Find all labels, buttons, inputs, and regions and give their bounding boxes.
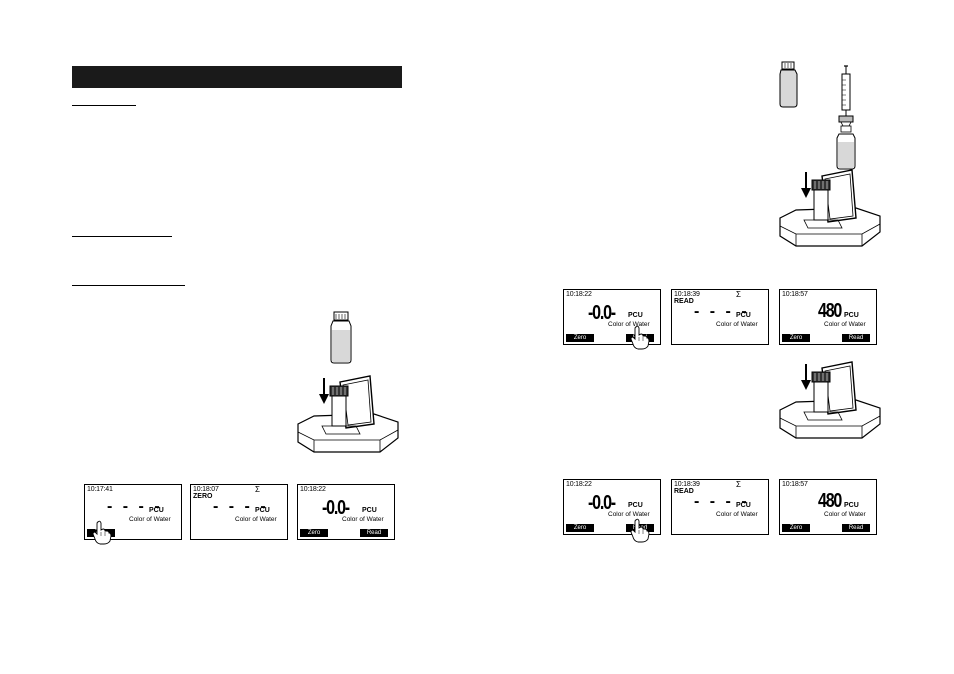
screen-parameter: Color of Water xyxy=(342,516,384,523)
sample-cell-icon xyxy=(330,311,352,364)
screen-time: 10:18:57 xyxy=(782,291,808,298)
display-screen: 10:18:07 Σ ZERO - - - - PCU Color of Wat… xyxy=(190,484,288,540)
display-screen: 10:18:39 Σ READ - - - - PCU Color of Wat… xyxy=(671,479,769,535)
display-screen: 10:18:57 480 PCU Color of Water Zero Rea… xyxy=(779,289,877,345)
sigma-icon: Σ xyxy=(736,290,741,299)
screen-time: 10:18:22 xyxy=(566,291,592,298)
read-softkey[interactable]: Read xyxy=(360,529,388,537)
section-header-bar xyxy=(72,66,402,88)
heading-rule-2 xyxy=(72,236,172,237)
screen-reading: 480 xyxy=(818,490,842,512)
heading-rule-1 xyxy=(72,105,136,106)
screen-time: 10:18:22 xyxy=(566,481,592,488)
screen-time: 10:18:07 xyxy=(193,486,219,493)
screen-mode: READ xyxy=(674,488,694,495)
screen-parameter: Color of Water xyxy=(608,321,650,328)
hand-pointer-icon xyxy=(630,325,650,350)
screen-reading: 480 xyxy=(818,300,842,322)
display-screen: 10:18:57 480 PCU Color of Water Zero Rea… xyxy=(779,479,877,535)
screen-mode: READ xyxy=(674,298,694,305)
screen-reading: - - - - xyxy=(213,498,269,515)
screen-time: 10:18:39 xyxy=(674,481,700,488)
hand-pointer-icon xyxy=(630,518,650,543)
sample-cell-icon-2 xyxy=(779,61,798,108)
syringe-filter-icon xyxy=(836,65,856,170)
heading-rule-3 xyxy=(72,285,185,286)
screen-unit: PCU xyxy=(362,507,377,514)
display-screen: 10:18:22 -0.0- PCU Color of Water Zero R… xyxy=(563,289,661,345)
screen-parameter: Color of Water xyxy=(129,516,171,523)
screen-reading: -0.0- xyxy=(588,302,616,324)
screen-unit: PCU xyxy=(736,502,751,509)
screen-reading: - - - - xyxy=(694,493,750,510)
screen-time: 10:18:39 xyxy=(674,291,700,298)
screen-parameter: Color of Water xyxy=(824,511,866,518)
zero-softkey[interactable]: Zero xyxy=(782,334,810,342)
screen-unit: PCU xyxy=(628,312,643,319)
zero-softkey[interactable]: Zero xyxy=(782,524,810,532)
screen-unit: PCU xyxy=(628,502,643,509)
read-softkey[interactable]: Read xyxy=(842,524,870,532)
screen-unit: PCU xyxy=(736,312,751,319)
screen-mode: ZERO xyxy=(193,493,213,500)
screen-unit: PCU xyxy=(844,502,859,509)
screen-parameter: Color of Water xyxy=(716,511,758,518)
screen-time: 10:18:22 xyxy=(300,486,326,493)
screen-reading: - - - - xyxy=(694,303,750,320)
screen-reading: -0.0- xyxy=(588,492,616,514)
zero-softkey[interactable]: Zero xyxy=(566,524,594,532)
screen-reading: - - - - xyxy=(107,498,163,515)
hand-pointer-icon xyxy=(92,520,112,545)
screen-parameter: Color of Water xyxy=(716,321,758,328)
read-softkey[interactable]: Read xyxy=(842,334,870,342)
screen-parameter: Color of Water xyxy=(235,516,277,523)
screen-time: 10:18:57 xyxy=(782,481,808,488)
display-screen: 10:18:22 -0.0- PCU Color of Water Zero R… xyxy=(297,484,395,540)
screen-unit: PCU xyxy=(149,507,164,514)
zero-softkey[interactable]: Zero xyxy=(566,334,594,342)
screen-parameter: Color of Water xyxy=(608,511,650,518)
screen-time: 10:17:41 xyxy=(87,486,113,493)
screen-parameter: Color of Water xyxy=(824,321,866,328)
display-screen: 10:18:39 Σ READ - - - - PCU Color of Wat… xyxy=(671,289,769,345)
screen-reading: -0.0- xyxy=(322,497,350,519)
colorimeter-instrument-icon-3 xyxy=(779,361,881,439)
screen-unit: PCU xyxy=(844,312,859,319)
sigma-icon: Σ xyxy=(736,480,741,489)
sigma-icon: Σ xyxy=(255,485,260,494)
zero-softkey[interactable]: Zero xyxy=(300,529,328,537)
colorimeter-instrument-icon-2 xyxy=(779,169,881,247)
colorimeter-instrument-icon xyxy=(297,375,399,453)
screen-unit: PCU xyxy=(255,507,270,514)
